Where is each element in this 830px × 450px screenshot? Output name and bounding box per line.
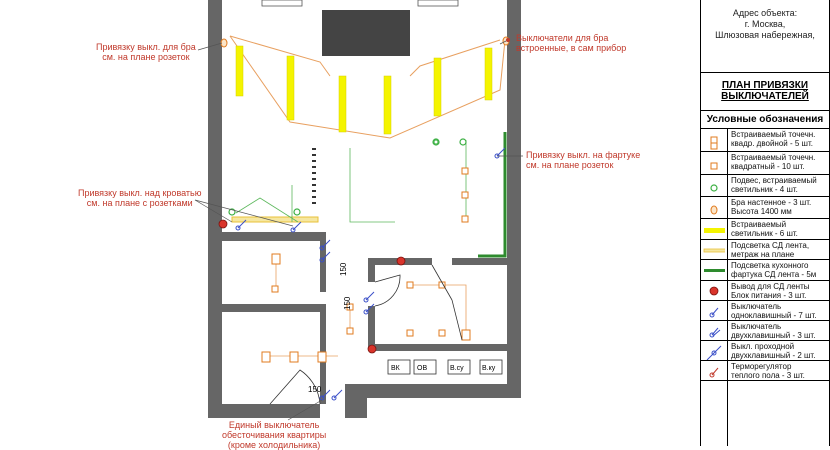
window-right [417,0,459,7]
divider [701,239,829,240]
legend-column-divider [727,128,728,446]
note-sconce-left: Привязку выкл. для бра см. на плане розе… [96,42,196,62]
led-strip-icon [703,248,725,253]
ceiling-outline [229,35,506,139]
object-address: Адрес объекта: г. Москва, Шлюзовая набер… [715,8,815,40]
divider [701,300,829,301]
annotation-arrows [506,38,510,42]
single-switch-icon [709,307,719,318]
legend-panel: Адрес объекта: г. Москва, Шлюзовая набер… [700,0,830,446]
kitchen-led-strip [478,132,507,258]
walls [208,0,521,418]
builtin-light-bar-icon [704,228,725,233]
divider [701,128,829,129]
pendant-lights [228,138,467,216]
double-spots [261,253,471,363]
note-sconce-right: Выключатели для бра встроенные, в сам пр… [516,33,627,53]
dimension-label: 150 [343,296,352,310]
passthrough-switch-icon [706,345,722,361]
leader-lines [194,40,523,421]
legend-title: Условные обозначения [706,114,824,125]
divider [701,72,829,73]
led-power-output-icon [709,286,719,296]
double-switch-icon [709,327,721,338]
divider [701,196,829,197]
bed-pendants [433,139,439,145]
appliance-label: В.ку [482,365,496,372]
plan-title: ПЛАН ПРИВЯЗКИ ВЫКЛЮЧАТЕЛЕЙ [721,80,809,102]
appliance-label: ОВ [417,365,427,372]
window-left [261,0,303,7]
divider [701,320,829,321]
builtin-lights [235,45,493,135]
green-wiring [235,140,467,223]
vent-grille [312,148,316,204]
appliance-label: В.су [450,365,464,372]
divider [701,218,829,219]
led-power-outputs [218,219,406,354]
thermostat-icon [709,367,719,378]
dimension-label: 150 [339,262,348,276]
divider [701,110,829,111]
kitchen-led-strip-icon [704,269,725,272]
note-apron: Привязку выкл. на фартуке см. на плане р… [526,150,641,170]
divider [701,259,829,260]
dimension-label: 150 [308,385,322,394]
divider [701,380,829,381]
divider [701,174,829,175]
divider [701,360,829,361]
square-spot-icon [710,162,718,170]
pendant-light-icon [710,184,718,192]
square-spots [271,167,469,337]
double-square-spot-icon [710,136,718,150]
bed-led-strip [231,216,319,223]
doors [269,264,463,405]
note-master-switch: Единый выключатель обесточивания квартир… [222,420,327,450]
divider [701,280,829,281]
appliance-label: ВК [391,365,401,372]
floor-plan: ВК ОВ В.су В.ку 150 150 150 [194,0,523,421]
wall-sconce-icon [710,205,718,215]
divider [701,340,829,341]
note-bed: Привязку выкл. над кроватью см. на плане… [78,188,202,208]
appliance-boxes [387,359,503,375]
kitchen-unit [322,10,410,56]
divider [701,151,829,152]
